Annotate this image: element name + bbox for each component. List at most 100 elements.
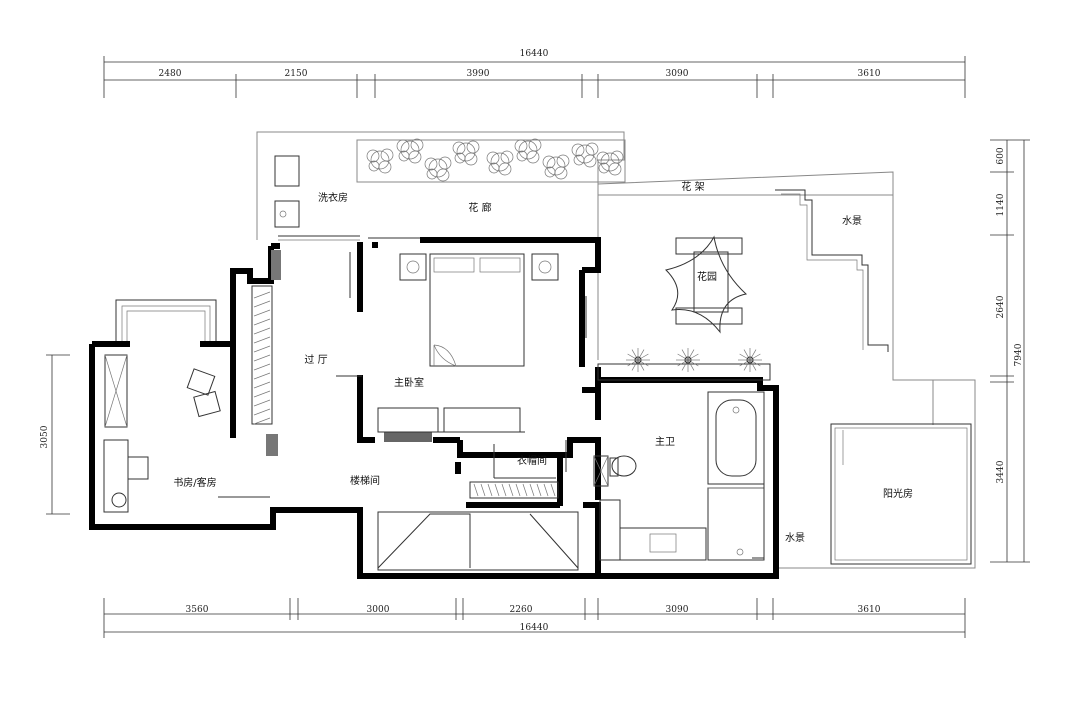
plant-pot xyxy=(634,356,642,364)
bed xyxy=(399,253,559,367)
plant-frond xyxy=(687,359,699,367)
shrub-leaf xyxy=(378,160,392,174)
plant-frond xyxy=(749,349,757,361)
hanger-line xyxy=(253,327,271,335)
hanger-line xyxy=(253,336,271,344)
plant-frond xyxy=(739,353,751,361)
shrub-leaf xyxy=(466,140,480,154)
shrub-leaf xyxy=(368,160,380,172)
hanger-line xyxy=(253,372,271,380)
plant-frond xyxy=(631,359,639,371)
shrub-leaf xyxy=(428,158,448,178)
shrub-leaf xyxy=(396,139,410,153)
shrub-icon xyxy=(424,156,452,182)
garden-table xyxy=(665,235,748,334)
columns xyxy=(266,250,432,456)
dim-top-total: 16440 xyxy=(520,49,549,59)
shrub-icon xyxy=(596,150,624,176)
shrub-leaf xyxy=(400,140,420,160)
bedroom-wardrobe xyxy=(377,407,525,433)
plant-frond xyxy=(637,359,645,371)
dim-bottom-seg-2: 3000 xyxy=(367,605,390,615)
shrub-leaf xyxy=(518,140,538,160)
shrub-leaf xyxy=(408,150,422,164)
shrub-leaf xyxy=(454,152,466,164)
hanger-line xyxy=(501,483,507,497)
plant-frond xyxy=(637,359,649,367)
shrub-leaf xyxy=(573,154,585,166)
terrace-outlines xyxy=(115,131,976,569)
shrub-leaf xyxy=(544,166,556,178)
dim-bottom-seg-1: 3560 xyxy=(186,605,209,615)
plants-garden xyxy=(626,348,762,372)
plant-frond xyxy=(749,359,761,367)
wardrobe-hangers xyxy=(253,291,271,425)
shrub-icon xyxy=(514,138,542,164)
shrub-leaf xyxy=(490,152,510,172)
hanger-line xyxy=(543,483,549,497)
shrub-leaf xyxy=(571,143,585,157)
hanger-line xyxy=(253,291,271,299)
shrub-leaf xyxy=(528,138,542,152)
dim-top-seg-4: 3090 xyxy=(666,69,689,79)
hanger-line xyxy=(253,390,271,398)
hanger-line xyxy=(473,483,479,497)
sunroom xyxy=(830,423,972,565)
shrub-leaf xyxy=(498,162,512,176)
potted-plant-icon xyxy=(738,348,762,372)
hanger-line xyxy=(550,483,556,497)
plant-frond xyxy=(681,359,689,371)
shrub-leaf xyxy=(370,150,390,170)
hanger-line xyxy=(253,363,271,371)
plant-pot xyxy=(746,356,754,364)
shrub-leaf xyxy=(486,151,500,165)
hanger-line xyxy=(253,309,271,317)
room-labels: 洗衣房 花 廊 花 架 水景 花园 过 厅 主卧室 主卫 衣帽间 楼梯间 书房/… xyxy=(173,180,913,544)
shrub-leaf xyxy=(438,156,452,170)
hanger-line xyxy=(253,345,271,353)
hall-wardrobe xyxy=(251,285,273,425)
plant-frond xyxy=(677,353,689,361)
shrub-leaf xyxy=(452,141,466,155)
shrub-leaf xyxy=(410,138,424,152)
dim-top-seg-5: 3610 xyxy=(858,69,881,79)
dim-top-seg-2: 2150 xyxy=(285,69,308,79)
shrub-leaf xyxy=(464,152,478,166)
right-dimension-chain: 600 1140 2640 3440 7940 xyxy=(990,139,1030,563)
shrub-leaf xyxy=(556,154,570,168)
plant-frond xyxy=(637,353,649,361)
shrub-leaf xyxy=(526,150,540,164)
shrub-leaf xyxy=(583,154,597,168)
bottom-dimension-chain: 3560 3000 2260 3090 3610 16440 xyxy=(103,598,966,638)
label-master-bedroom: 主卧室 xyxy=(394,376,424,389)
shrub-icon xyxy=(452,140,480,166)
shrub-leaf xyxy=(456,142,476,162)
plant-frond xyxy=(749,353,761,361)
label-sunroom: 阳光房 xyxy=(883,487,913,500)
dim-right-seg-2: 1140 xyxy=(996,193,1006,216)
hanger-line xyxy=(494,483,500,497)
shrub-leaf xyxy=(598,162,610,174)
hanger-line xyxy=(487,483,493,497)
shrub-leaf xyxy=(380,148,394,162)
label-water-feature-bottom: 水景 xyxy=(785,532,805,544)
shrub-icon xyxy=(486,150,514,176)
plant-frond xyxy=(739,359,751,367)
hanger-line xyxy=(522,483,528,497)
label-master-bath: 主卫 xyxy=(655,436,675,448)
plant-pot xyxy=(684,356,692,364)
label-flower-corridor: 花 廊 xyxy=(468,201,491,214)
plant-frond xyxy=(743,349,751,361)
dim-bottom-total: 16440 xyxy=(520,623,549,633)
shrub-icon xyxy=(542,154,570,180)
shrub-leaf xyxy=(575,144,595,164)
laundry-fixtures xyxy=(274,155,300,228)
shrub-leaf xyxy=(424,157,438,171)
bath-fixtures xyxy=(593,391,765,561)
shrub-leaf xyxy=(600,152,620,172)
potted-plant-icon xyxy=(626,348,650,372)
plants-corridor xyxy=(366,138,624,182)
shrub-icon xyxy=(366,148,394,174)
hanger-line xyxy=(253,300,271,308)
